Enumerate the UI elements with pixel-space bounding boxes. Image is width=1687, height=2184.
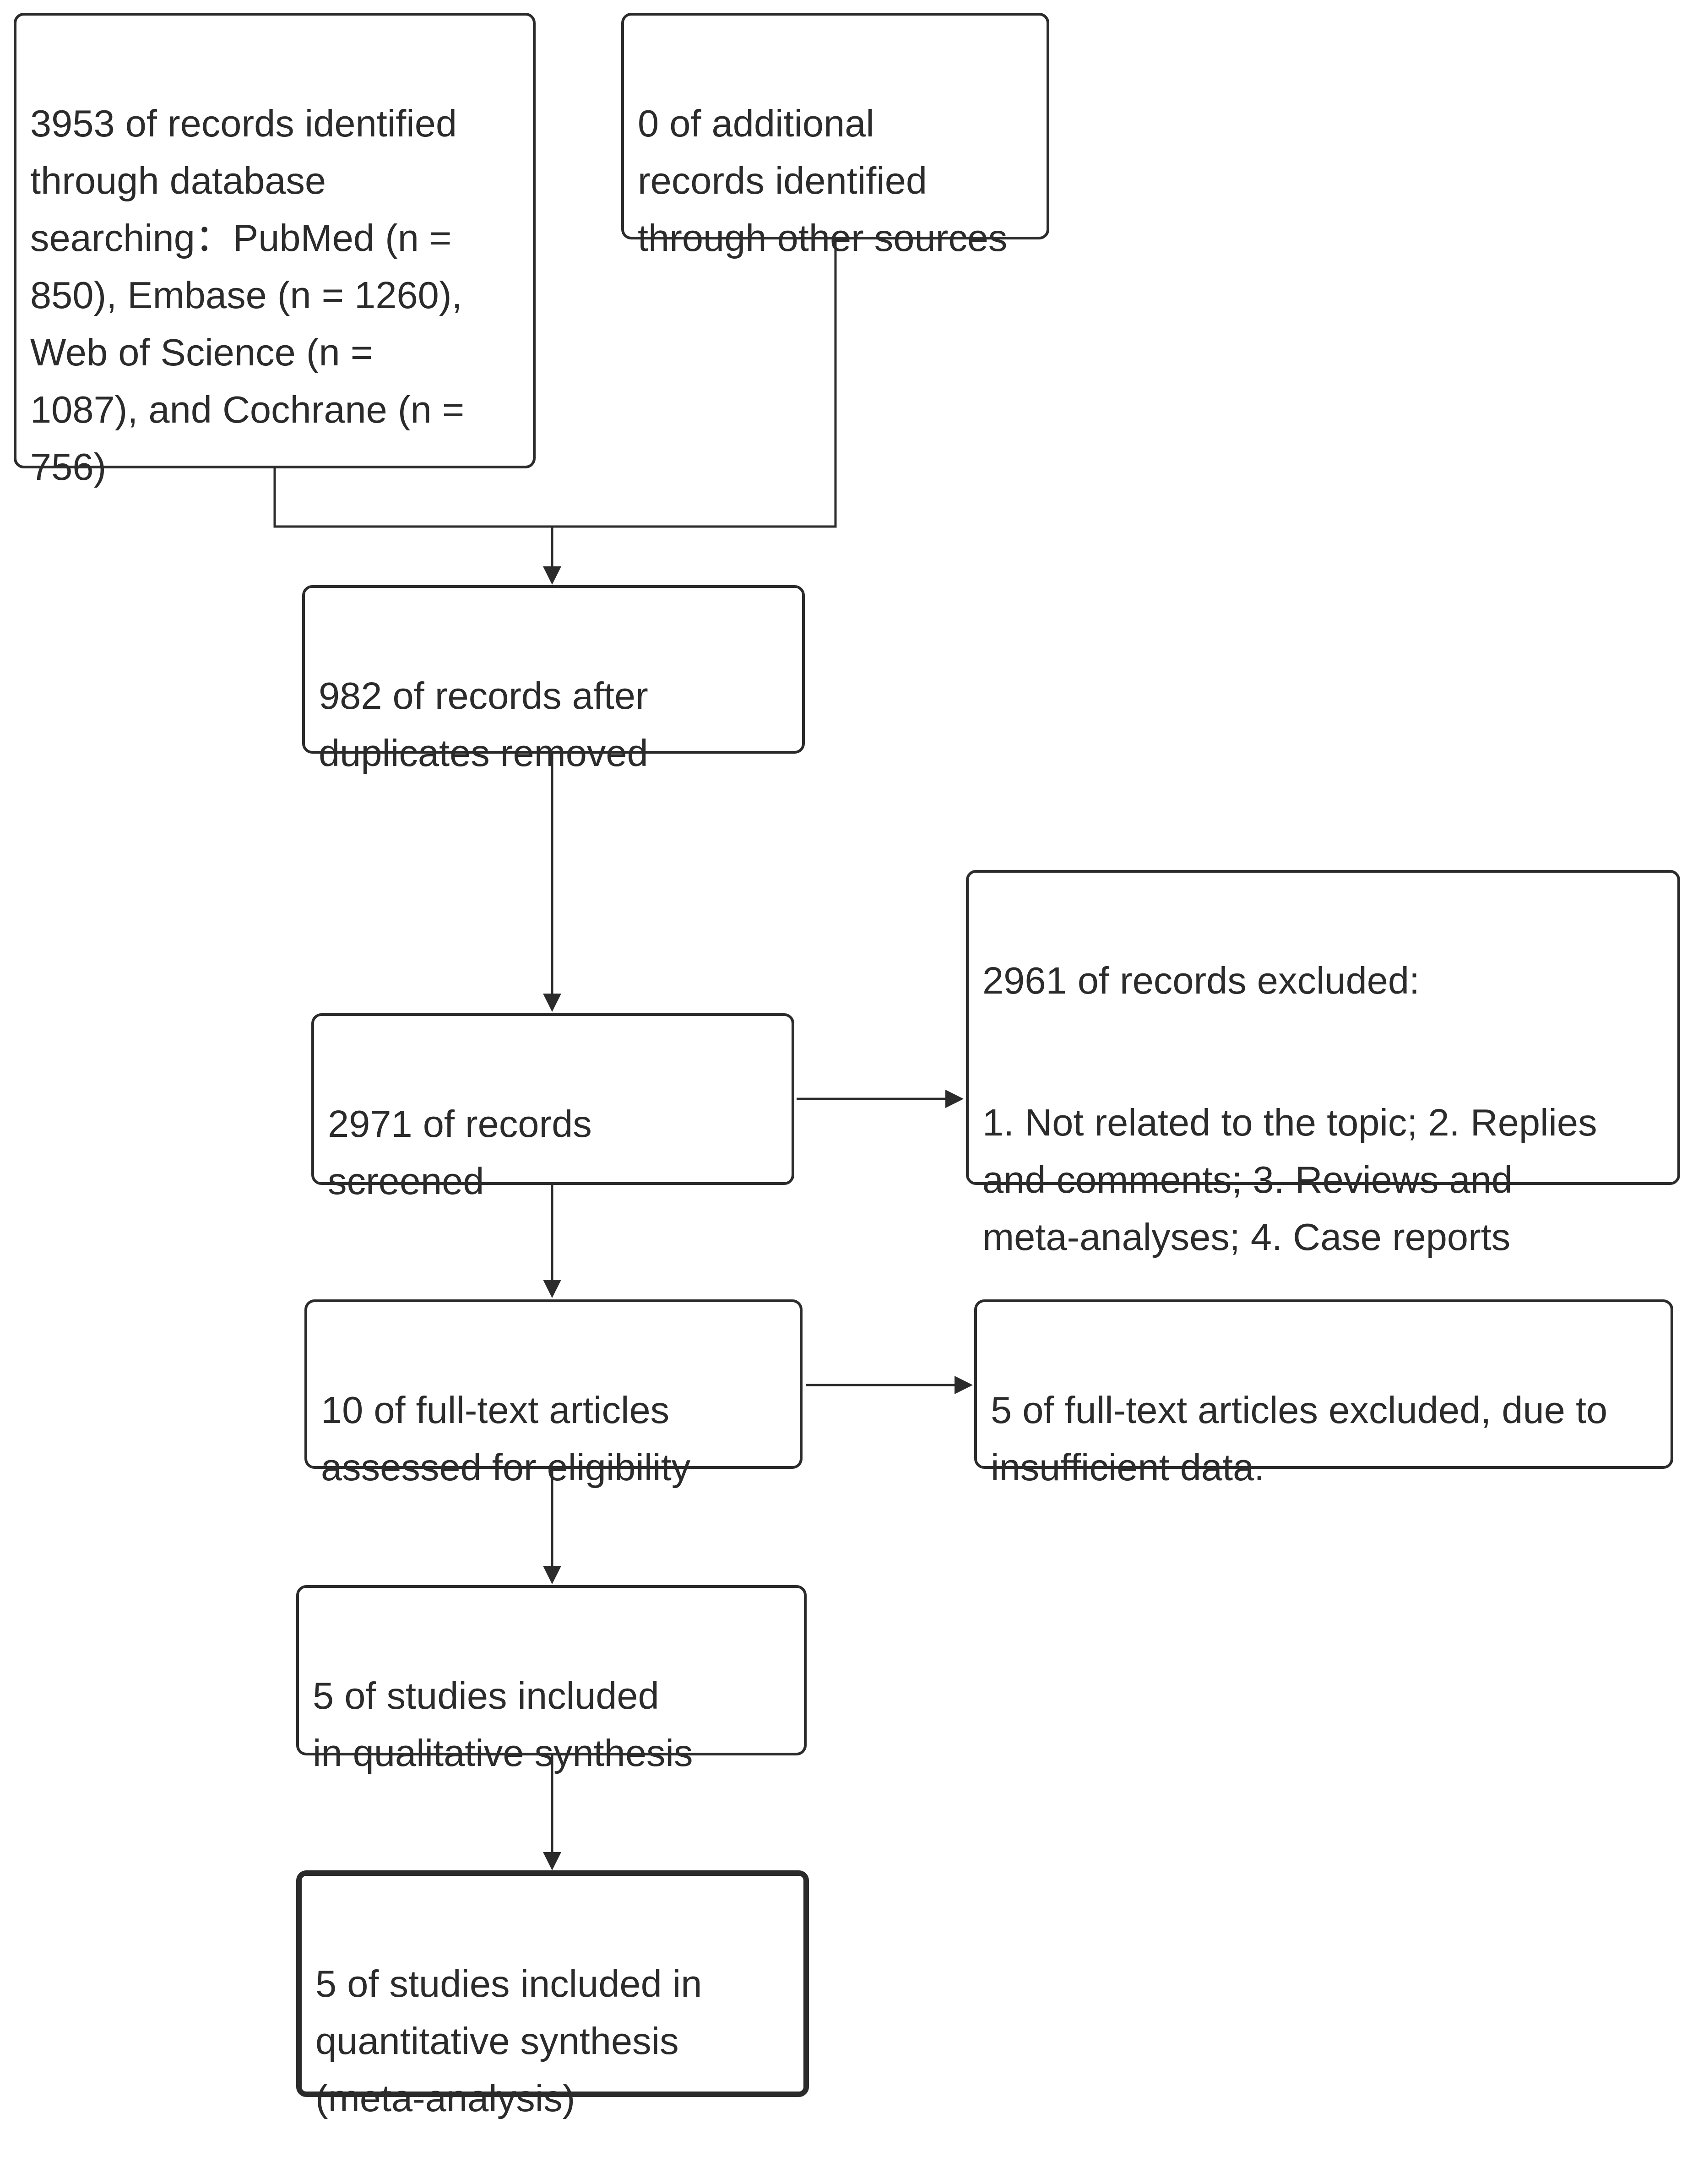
records-after-duplicates-box: 982 of records after duplicates removed [302,585,805,774]
qualitative-synthesis-box: 5 of studies included in qualitative syn… [296,1585,807,1774]
connector-db-down [273,238,837,528]
fulltext-excluded-box: 5 of full-text articles excluded, due to… [974,1299,1673,1489]
records-identified-database-box: 3953 of records identified through datab… [14,13,536,488]
records-identified-other-box: 0 of additional records identified throu… [621,13,1049,259]
records-excluded-title: 2961 of records excluded: [982,959,1420,1002]
fulltext-excluded-text: 5 of full-text articles excluded, due to… [991,1389,1608,1489]
records-after-duplicates-text: 982 of records after duplicates removed [319,674,648,774]
flow-connectors [273,238,973,1870]
fulltext-assessed-box: 10 of full-text articles assessed for el… [304,1299,803,1489]
fulltext-assessed-text: 10 of full-text articles assessed for el… [321,1389,691,1489]
records-excluded-reasons: 1. Not related to the topic; 2. Replies … [982,1101,1597,1258]
records-excluded-box: 2961 of records excluded: 1. Not related… [966,870,1680,1258]
quantitative-synthesis-text: 5 of studies included in quantitative sy… [315,1962,702,2119]
records-screened-box: 2971 of records screened [311,1013,794,1202]
records-identified-database-text: 3953 of records identified through datab… [30,102,465,488]
records-identified-other-text: 0 of additional records identified throu… [638,102,1008,259]
quantitative-synthesis-box: 5 of studies included in quantitative sy… [296,1870,809,2119]
qualitative-synthesis-text: 5 of studies included in qualitative syn… [313,1674,693,1774]
records-screened-text: 2971 of records screened [328,1103,592,1202]
